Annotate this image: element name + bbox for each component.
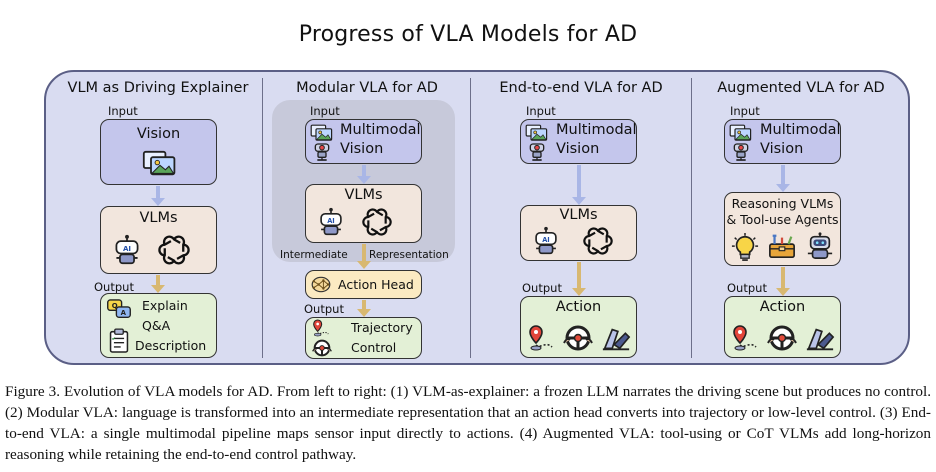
vlm-box (100, 206, 217, 274)
toolbox-icon (767, 232, 797, 260)
flow-arrow (151, 186, 165, 206)
output-qa: Q&A (142, 318, 171, 333)
column-divider (470, 78, 471, 358)
vision-label-line2: Vision (340, 141, 384, 157)
figure-caption: Figure 3. Evolution of VLA models for AD… (5, 383, 931, 463)
output-explain: Explain (142, 298, 188, 313)
column-title: End-to-end VLA for AD (499, 80, 663, 96)
steering-wheel-icon (562, 323, 594, 353)
action-label: Action (555, 299, 602, 315)
openai-logo-icon (362, 207, 392, 237)
lightbulb-icon (731, 232, 759, 262)
column-divider (262, 78, 263, 358)
flow-arrow (776, 165, 790, 192)
column-title: VLM as Driving Explainer (67, 80, 249, 96)
input-label: Input (526, 104, 556, 118)
clipboard-icon (108, 328, 130, 354)
vlm-label: VLMs (344, 187, 383, 203)
reasoning-label-line1: Reasoning VLMs (731, 196, 834, 211)
images-icon (729, 124, 753, 142)
vision-label-line1: Multimodal (760, 122, 841, 138)
output-label: Output (727, 281, 767, 295)
images-icon (142, 150, 178, 177)
vision-label-line2: Vision (556, 141, 600, 157)
camera-robot-icon (312, 142, 332, 162)
ai-robot-icon (532, 226, 560, 256)
camera-robot-icon (731, 142, 751, 162)
camera-robot-icon (527, 142, 547, 162)
flow-arrow (572, 262, 586, 296)
column-title: Modular VLA for AD (296, 80, 438, 96)
images-icon (525, 124, 549, 142)
brain-network-icon (309, 274, 333, 295)
steering-wheel-icon (311, 338, 333, 358)
map-pin-icon (311, 318, 331, 338)
output-description: Description (135, 338, 207, 353)
output-label: Output (94, 280, 134, 294)
reasoning-label-line2: & Tool-use Agents (726, 212, 839, 227)
flow-arrow (151, 275, 165, 293)
pedal-icon (601, 323, 631, 353)
output-trajectory: Trajectory (351, 320, 413, 335)
images-icon (310, 124, 334, 142)
input-label: Input (108, 104, 138, 118)
ai-robot-icon (112, 234, 142, 266)
column-divider (691, 78, 692, 358)
representation-label: Representation (369, 249, 449, 261)
output-label: Output (522, 281, 562, 295)
map-pin-icon (730, 323, 760, 353)
action-label: Action (759, 299, 806, 315)
flow-arrow (357, 300, 371, 317)
robot-head-icon (805, 232, 835, 260)
vlm-label: VLMs (139, 210, 178, 226)
flow-arrow (357, 244, 371, 269)
vision-label-line1: Multimodal (340, 122, 421, 138)
vision-label-line2: Vision (760, 141, 804, 157)
steering-wheel-icon (766, 323, 798, 353)
intermediate-label: Intermediate (280, 249, 348, 261)
vlm-label: VLMs (559, 207, 598, 223)
vision-label-line1: Multimodal (556, 122, 637, 138)
flow-arrow (776, 267, 790, 296)
output-box (305, 317, 422, 359)
output-control: Control (351, 340, 397, 355)
input-label: Input (310, 104, 340, 118)
map-pin-icon (526, 323, 556, 353)
flow-arrow (357, 165, 371, 184)
input-label: Input (730, 104, 760, 118)
output-label: Output (304, 302, 344, 316)
action-head-label: Action Head (338, 277, 414, 292)
pedal-icon (805, 323, 835, 353)
chat-bubbles-icon (106, 298, 132, 321)
column-title: Augmented VLA for AD (717, 80, 885, 96)
flow-arrow (572, 165, 586, 205)
openai-logo-icon (583, 226, 613, 256)
vision-label: Vision (136, 126, 181, 142)
ai-robot-icon (317, 207, 345, 237)
openai-logo-icon (158, 234, 190, 266)
figure-title: Progress of VLA Models for AD (298, 22, 638, 47)
